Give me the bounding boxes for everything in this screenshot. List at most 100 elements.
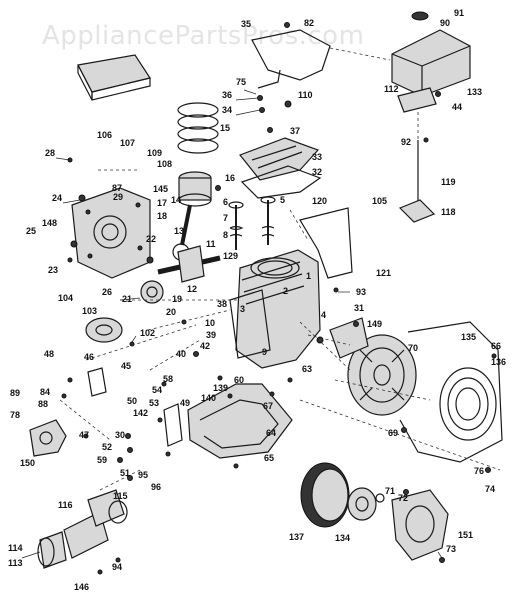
part-label: 31 <box>354 303 364 313</box>
part-label: 71 <box>385 486 395 496</box>
part-label: 48 <box>44 349 54 359</box>
ignition-coil <box>329 317 369 359</box>
rotating-screen <box>300 462 350 528</box>
part-label: 82 <box>304 18 314 28</box>
part-label: 67 <box>263 401 273 411</box>
part-label: 46 <box>84 352 94 362</box>
assembly-lines <box>59 47 501 491</box>
part-label: 70 <box>408 343 418 353</box>
part-label: 146 <box>74 582 89 592</box>
part-label: 1 <box>306 271 311 281</box>
valves <box>228 196 276 250</box>
part-label: 118 <box>441 207 456 217</box>
governor-gear <box>85 317 123 343</box>
part-label: 76 <box>474 466 484 476</box>
carburetor <box>29 419 67 457</box>
part-label: 39 <box>206 330 216 340</box>
part-label: 134 <box>335 533 350 543</box>
part-label: 17 <box>157 198 167 208</box>
blower-shroud-base <box>187 383 293 459</box>
recoil-starter <box>391 489 449 561</box>
part-label: 11 <box>206 239 216 249</box>
part-label: 90 <box>440 18 450 28</box>
part-label: 40 <box>176 349 186 359</box>
part-label: 9 <box>262 347 267 357</box>
part-label: 4 <box>321 310 326 320</box>
breather-plate <box>251 29 331 81</box>
part-label: 93 <box>356 287 366 297</box>
part-label: 89 <box>10 388 20 398</box>
part-label: 18 <box>157 211 167 221</box>
part-label: 78 <box>10 410 20 420</box>
part-label: 114 <box>8 543 23 553</box>
part-label: 20 <box>166 307 176 317</box>
part-label: 13 <box>174 226 184 236</box>
leader-lines <box>21 89 443 559</box>
part-label: 65 <box>264 453 274 463</box>
part-label: 23 <box>48 265 58 275</box>
part-label: 96 <box>151 482 161 492</box>
callout-labels: 91 90 35 82 75 110 36 34 37 133 112 44 1… <box>8 8 506 592</box>
part-label: 45 <box>121 361 131 371</box>
part-label: 50 <box>127 396 137 406</box>
blower-housing <box>399 321 503 463</box>
part-label: 120 <box>312 196 327 206</box>
part-label: 108 <box>157 159 172 169</box>
part-label: 75 <box>236 77 246 87</box>
cylinder-block <box>229 249 321 369</box>
part-label: 26 <box>102 287 112 297</box>
part-label: 60 <box>234 375 244 385</box>
part-label: 47 <box>79 430 89 440</box>
part-label: 69 <box>388 428 398 438</box>
part-label: 19 <box>172 294 182 304</box>
cylinder-head <box>239 137 322 199</box>
crankcase-cover <box>71 187 151 279</box>
part-label: 52 <box>102 442 112 452</box>
part-label: 63 <box>302 364 312 374</box>
part-label: 107 <box>120 138 135 148</box>
part-label: 3 <box>240 304 245 314</box>
part-label: 149 <box>367 319 382 329</box>
part-label: 103 <box>82 306 97 316</box>
part-label: 37 <box>290 126 300 136</box>
part-label: 91 <box>454 8 464 18</box>
part-label: 136 <box>491 357 506 367</box>
part-label: 109 <box>147 148 162 158</box>
part-label: 29 <box>113 192 123 202</box>
part-label: 35 <box>241 19 251 29</box>
part-label: 5 <box>280 195 285 205</box>
part-label: 115 <box>113 491 128 501</box>
part-label: 16 <box>225 173 235 183</box>
part-label: 95 <box>138 470 148 480</box>
part-label: 12 <box>187 284 197 294</box>
part-label: 8 <box>223 230 228 240</box>
part-label: 28 <box>45 148 55 158</box>
part-label: 2 <box>283 286 288 296</box>
part-label: 73 <box>446 544 456 554</box>
cylinder-shroud <box>299 207 353 279</box>
part-label: 53 <box>149 398 159 408</box>
part-label: 25 <box>26 226 36 236</box>
throttle-bracket <box>87 367 107 397</box>
part-label: 92 <box>401 137 411 147</box>
part-label: 33 <box>312 152 322 162</box>
piston-rings <box>177 102 219 154</box>
part-label: 74 <box>485 484 495 494</box>
part-label: 6 <box>223 197 228 207</box>
part-label: 22 <box>146 234 156 244</box>
part-label: 102 <box>140 328 155 338</box>
part-label: 140 <box>201 393 216 403</box>
muffler-assembly <box>37 489 128 569</box>
part-label: 30 <box>115 430 125 440</box>
part-label: 135 <box>461 332 476 342</box>
fuel-filter <box>398 199 436 223</box>
part-label: 94 <box>112 562 122 572</box>
part-label: 116 <box>58 500 73 510</box>
part-label: 42 <box>200 341 210 351</box>
part-label: 113 <box>8 558 23 568</box>
part-label: 87 <box>112 183 122 193</box>
part-label: 145 <box>153 184 168 194</box>
part-label: 15 <box>220 123 230 133</box>
part-label: 66 <box>491 341 501 351</box>
camshaft-gear <box>140 280 164 304</box>
